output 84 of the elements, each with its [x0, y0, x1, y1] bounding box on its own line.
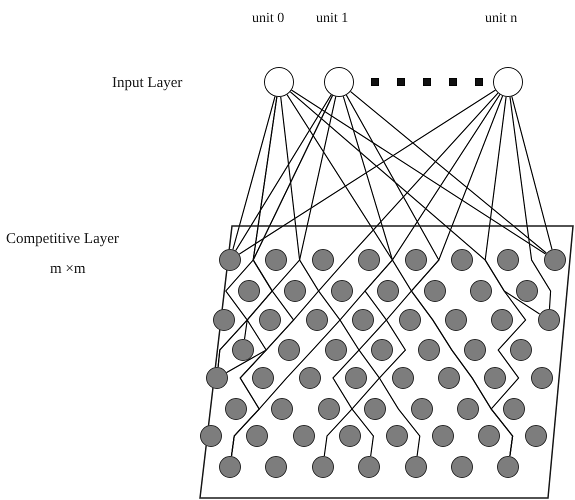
- neuron-circle: [324, 339, 347, 361]
- neuron-circle: [265, 249, 288, 271]
- neuron-circle: [292, 425, 315, 447]
- neuron-circle: [213, 309, 235, 331]
- neuron-circle: [377, 280, 400, 302]
- neuron-circle: [524, 425, 547, 447]
- neuron-circle: [352, 309, 374, 331]
- neuron-circle: [404, 249, 427, 271]
- neuron-circle: [232, 339, 254, 361]
- neuron-circle: [484, 367, 506, 389]
- input-neuron-circle: [493, 67, 523, 97]
- neuron-circle: [306, 309, 328, 331]
- neuron-circle: [371, 339, 394, 361]
- connection-line: [509, 96, 552, 310]
- connection-line: [230, 94, 500, 456]
- neuron-circle: [510, 339, 532, 361]
- neuron-circle: [464, 339, 486, 361]
- input-neuron-circle: [264, 67, 294, 97]
- neuron-circle: [478, 425, 500, 447]
- neuron-circle: [451, 249, 473, 271]
- neuron-circle: [404, 456, 427, 478]
- neuron-circle: [238, 280, 260, 302]
- neuron-circle: [438, 367, 460, 389]
- connection-line: [235, 94, 332, 251]
- connection-line: [511, 96, 553, 250]
- neuron-circle: [432, 425, 454, 447]
- connection-line: [226, 92, 498, 374]
- neuron-circle: [516, 280, 538, 302]
- connection-line: [484, 96, 526, 456]
- layer-label: Input Layer: [112, 74, 182, 92]
- unit-label: unit 0: [252, 10, 284, 28]
- connection-line: [244, 95, 334, 340]
- grid-size-label: m ×m: [50, 260, 86, 278]
- connection-line: [324, 96, 504, 456]
- neuron-circle: [271, 398, 294, 420]
- neuron-circle: [491, 309, 514, 331]
- neuron-circle: [318, 398, 340, 420]
- neuron-circle: [284, 280, 306, 302]
- neuron-circle: [246, 425, 268, 447]
- input-neuron-circle: [324, 67, 354, 97]
- neuron-circle: [219, 249, 241, 271]
- connection-line: [280, 96, 374, 456]
- neuron-circle: [259, 309, 282, 331]
- neuron-circle: [219, 456, 241, 478]
- neuron-circle: [200, 425, 222, 447]
- neuron-circle: [530, 367, 553, 389]
- connection-line: [350, 91, 547, 254]
- neuron-circle: [503, 398, 526, 420]
- neuron-circle: [225, 398, 247, 420]
- neuron-circle: [418, 339, 440, 361]
- connection-line: [291, 90, 546, 255]
- neuron-circle: [265, 456, 288, 478]
- neuron-circle: [339, 425, 362, 447]
- connection-line: [342, 96, 420, 456]
- connection-line: [238, 90, 496, 255]
- neuron-circle: [457, 398, 479, 420]
- neuron-circle: [358, 456, 380, 478]
- neuron-circle: [470, 280, 492, 302]
- layer-label: Competitive Layer: [6, 230, 119, 248]
- neuron-circle: [206, 367, 228, 389]
- neuron-circle: [424, 280, 446, 302]
- neuron-circle: [252, 367, 274, 389]
- neuron-circle: [410, 398, 433, 420]
- neuron-circle: [544, 249, 566, 271]
- connection-line: [232, 96, 276, 250]
- neuron-circle: [538, 309, 560, 331]
- unit-label: unit 1: [316, 10, 348, 28]
- neuron-circle: [386, 425, 408, 447]
- neuron-circle: [312, 249, 334, 271]
- neuron-circle: [451, 456, 473, 478]
- neuron-circle: [358, 249, 380, 271]
- neuron-circle: [445, 309, 467, 331]
- neuron-circle: [398, 309, 421, 331]
- connection-line: [290, 91, 540, 314]
- neuron-circle: [364, 398, 386, 420]
- neuron-circle: [312, 456, 334, 478]
- unit-label: unit n: [485, 10, 518, 28]
- neuron-circle: [497, 456, 520, 478]
- neuron-circle: [298, 367, 321, 389]
- neuron-circle: [392, 367, 414, 389]
- neuron-circle: [497, 249, 520, 271]
- neuron-circle: [278, 339, 300, 361]
- neuron-circle: [345, 367, 368, 389]
- neuron-circle: [330, 280, 353, 302]
